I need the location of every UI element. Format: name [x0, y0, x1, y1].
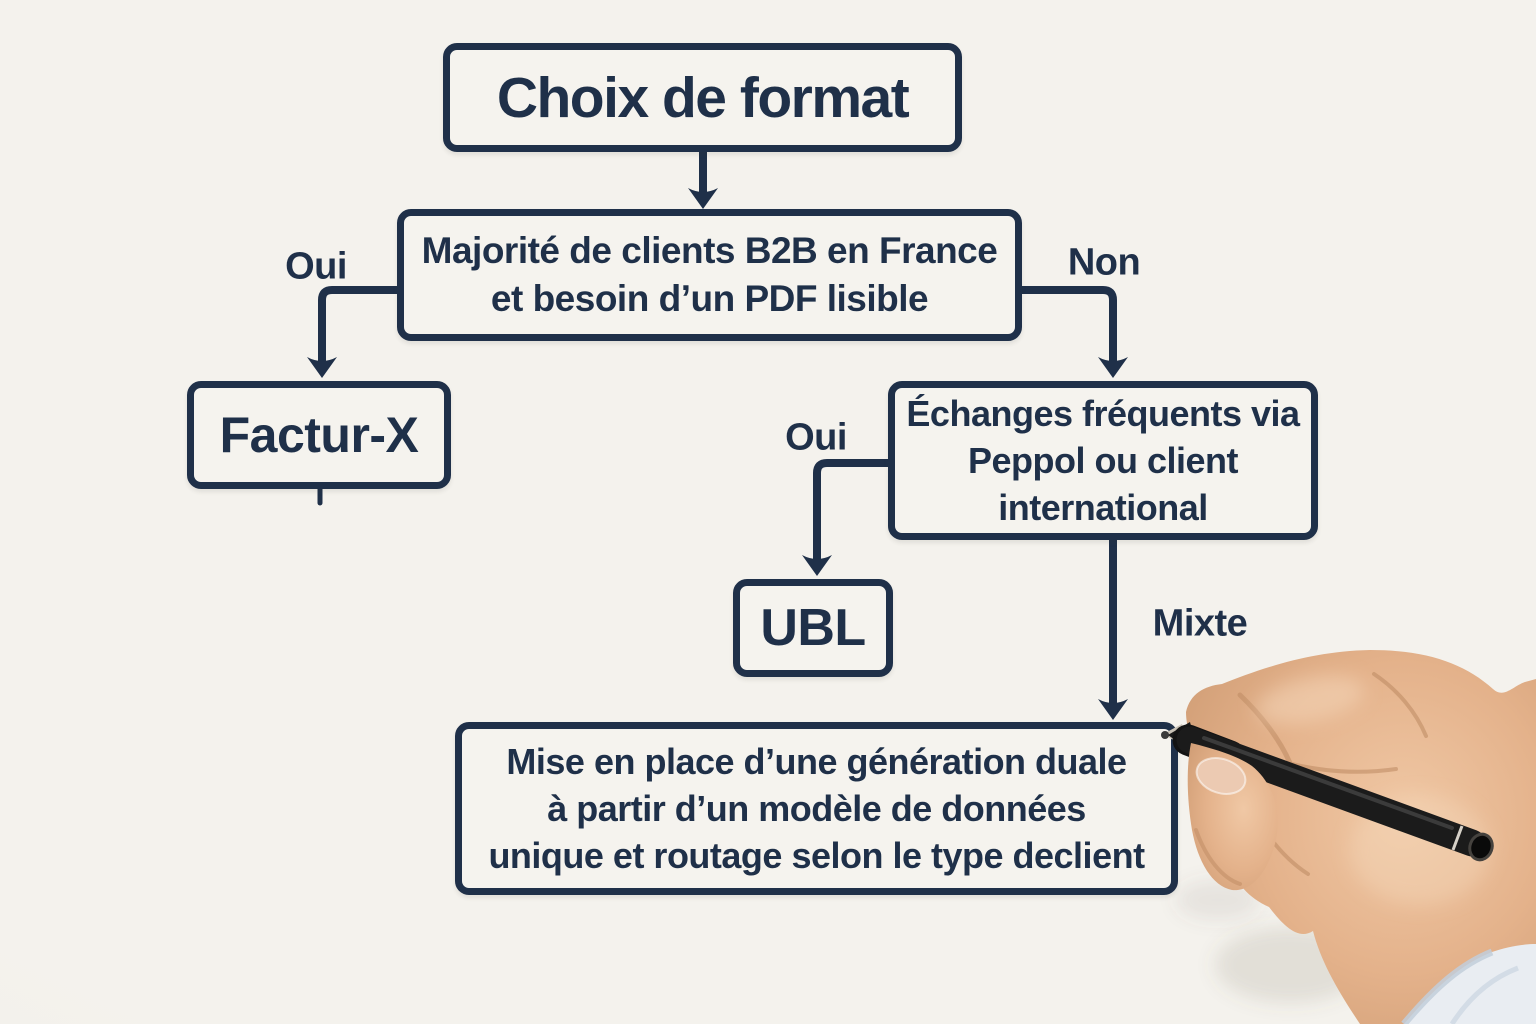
node-label-line: à partir d’un modèle de données: [547, 788, 1086, 829]
connector-q1-to-facturx: [318, 286, 403, 367]
node-label: Choix de format: [496, 65, 910, 130]
edge-label-mixte: Mixte: [1152, 602, 1248, 645]
node-question-peppol: Échanges fréquents via Peppol ou client …: [888, 381, 1318, 540]
node-label-line: et besoin d’un PDF lisible: [490, 278, 929, 319]
edge-label-oui-left: Oui: [285, 245, 347, 288]
node-label-line: unique et routage selon le type declient: [488, 835, 1145, 876]
connector-q1-to-q2: [1016, 286, 1117, 367]
node-label: UBL: [760, 599, 866, 657]
arrowhead-down-icon: [1098, 699, 1128, 720]
arrowhead-down-icon: [802, 555, 832, 576]
arrowhead-down-icon: [1098, 357, 1128, 378]
connector-q2-to-ubl: [813, 459, 894, 565]
node-label-line: Mise en place d’une génération duale: [506, 741, 1127, 782]
edge-label-oui-right: Oui: [785, 416, 847, 459]
node-factur-x: Factur-X: [187, 381, 451, 489]
edge-label-non: Non: [1067, 241, 1141, 284]
node-choix-de-format: Choix de format: [443, 43, 962, 152]
node-label-line: Majorité de clients B2B en France: [421, 230, 998, 271]
node-label-line: international: [998, 487, 1208, 528]
node-label-line: Peppol ou client: [967, 440, 1239, 481]
arrowhead-down-icon: [688, 188, 718, 209]
node-label: Factur-X: [219, 407, 419, 463]
arrowhead-down-icon: [307, 357, 337, 378]
node-question-b2b-france: Majorité de clients B2B en France et bes…: [397, 209, 1022, 341]
node-label-line: Échanges fréquents via: [906, 393, 1300, 434]
node-generation-duale: Mise en place d’une génération duale à p…: [455, 722, 1178, 895]
node-ubl: UBL: [733, 579, 893, 677]
